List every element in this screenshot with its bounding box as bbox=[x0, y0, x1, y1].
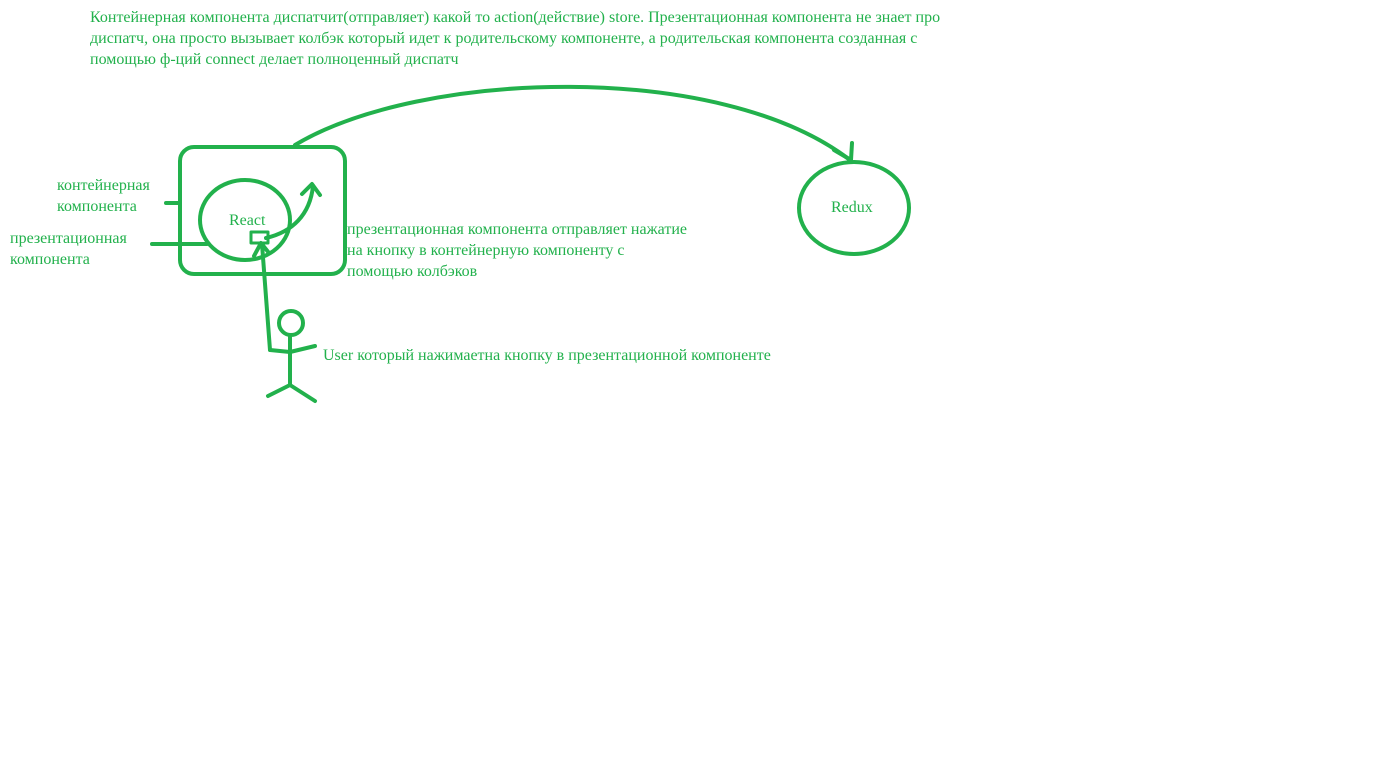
redux-label: Redux bbox=[831, 199, 873, 216]
user-arms bbox=[268, 344, 317, 354]
user-legs bbox=[266, 383, 317, 403]
container-component-label: контейнерная компонента bbox=[57, 177, 150, 215]
dispatch-arrow-arc bbox=[293, 84, 852, 162]
redux-ellipse bbox=[797, 160, 911, 256]
callback-arrow-curve bbox=[264, 184, 315, 240]
react-label: React bbox=[229, 212, 266, 229]
user-note: User который нажимаетна кнопку в презент… bbox=[323, 347, 771, 364]
callback-note: презентационная компонента отправляет на… bbox=[347, 221, 687, 280]
callback-arrow-head bbox=[300, 182, 322, 197]
user-head bbox=[277, 309, 305, 337]
user-arm-arrow-head bbox=[252, 241, 271, 258]
user-arm-line bbox=[260, 242, 272, 352]
description-text: Контейнерная компонента диспатчит(отправ… bbox=[90, 9, 941, 68]
presentational-component-label: презентационная компонента bbox=[10, 230, 127, 268]
react-ellipse bbox=[198, 178, 292, 262]
dispatch-arrow-head bbox=[832, 141, 854, 162]
